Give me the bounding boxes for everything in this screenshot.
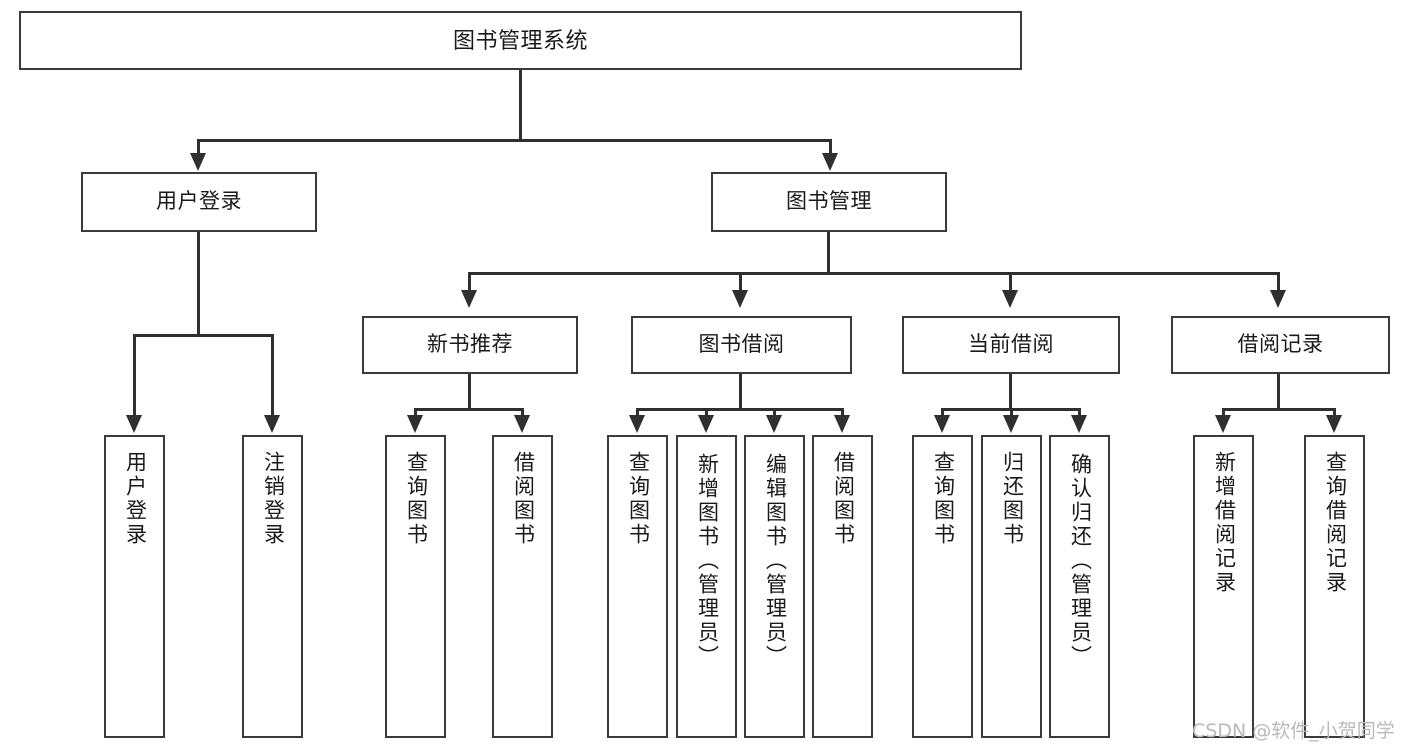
- connector-root-to-user-login: [197, 139, 200, 157]
- connector-new-book-bar: [414, 408, 524, 411]
- node-label: 当前借阅: [968, 332, 1054, 356]
- leaf-query-book-1[interactable]: 查询图书: [385, 435, 446, 738]
- csdn-watermark: CSDN @软件_小贺同学: [1192, 720, 1395, 742]
- arrowhead-leaf-user-logout: [264, 415, 280, 433]
- connector-borrow-record-drop-2: [1333, 408, 1336, 420]
- node-current-borrow[interactable]: 当前借阅: [902, 316, 1120, 374]
- connector-new-book-drop-1: [414, 408, 417, 420]
- node-label: 查询图书: [931, 451, 955, 547]
- connector-current-borrow-drop-2: [1010, 408, 1013, 420]
- leaf-user-logout[interactable]: 注销登录: [242, 435, 303, 738]
- node-label: 用户登录: [156, 189, 242, 213]
- arrowhead-leaf-query-record: [1326, 415, 1342, 433]
- connector-borrow-record-trunk: [1277, 374, 1280, 410]
- arrowhead-leaf-confirm-return: [1071, 415, 1087, 433]
- connector-root-bar: [197, 139, 832, 142]
- leaf-add-record[interactable]: 新增借阅记录: [1193, 435, 1254, 738]
- node-label: 用户登录: [123, 451, 147, 547]
- node-label: 图书管理系统: [452, 27, 588, 53]
- leaf-borrow-book-1[interactable]: 借阅图书: [492, 435, 553, 738]
- leaf-borrow-book-2[interactable]: 借阅图书: [812, 435, 873, 738]
- leaf-edit-book[interactable]: 编辑图书（管理员）: [744, 435, 805, 738]
- node-label: 图书借阅: [698, 332, 785, 356]
- connector-user-login-trunk: [197, 232, 200, 335]
- arrowhead-new-book-recommend: [461, 290, 477, 308]
- arrowhead-leaf-query-book-2: [629, 415, 645, 433]
- arrowhead-leaf-add-record: [1215, 415, 1231, 433]
- leaf-query-book-3[interactable]: 查询图书: [912, 435, 973, 738]
- connector-current-borrow-trunk: [1009, 374, 1012, 410]
- connector-book-manage-trunk: [827, 232, 830, 274]
- leaf-confirm-return[interactable]: 确认归还（管理员）: [1049, 435, 1110, 738]
- node-label: 查询图书: [626, 451, 650, 547]
- connector-borrow-record-drop-1: [1222, 408, 1225, 420]
- arrowhead-leaf-edit-book: [766, 415, 782, 433]
- node-label: 查询图书: [404, 451, 428, 547]
- connector-book-manage-drop-4: [1277, 272, 1280, 294]
- arrowhead-leaf-borrow-book-1: [514, 415, 530, 433]
- leaf-add-book[interactable]: 新增图书（管理员）: [676, 435, 737, 738]
- node-label: 编辑图书（管理员）: [763, 453, 787, 669]
- arrowhead-current-borrow: [1002, 290, 1018, 308]
- connector-new-book-trunk: [468, 374, 471, 410]
- node-label: 借阅记录: [1237, 332, 1324, 356]
- connector-book-borrow-drop-3: [773, 408, 776, 420]
- connector-user-login-bar: [133, 334, 273, 337]
- arrowhead-leaf-borrow-book-2: [834, 415, 850, 433]
- connector-new-book-drop-2: [521, 408, 524, 420]
- connector-book-borrow-bar: [636, 408, 844, 411]
- connector-book-borrow-drop-2: [705, 408, 708, 420]
- connector-book-manage-drop-1: [468, 272, 471, 294]
- node-book-manage[interactable]: 图书管理: [711, 172, 947, 232]
- node-label: 新增图书（管理员）: [695, 453, 719, 669]
- connector-book-manage-drop-2: [739, 272, 742, 294]
- arrowhead-leaf-query-book-1: [407, 415, 423, 433]
- connector-root-to-book-manage: [829, 139, 832, 157]
- node-new-book-recommend[interactable]: 新书推荐: [362, 316, 578, 374]
- arrowhead-leaf-add-book: [698, 415, 714, 433]
- connector-user-login-drop-2: [271, 334, 274, 418]
- leaf-query-record[interactable]: 查询借阅记录: [1304, 435, 1365, 738]
- connector-borrow-record-bar: [1222, 408, 1336, 411]
- arrowhead-leaf-return-book: [1003, 415, 1019, 433]
- node-book-borrow[interactable]: 图书借阅: [631, 316, 852, 374]
- node-root-book-management-system[interactable]: 图书管理系统: [19, 11, 1022, 70]
- node-label: 注销登录: [261, 451, 285, 547]
- node-label: 查询借阅记录: [1323, 451, 1347, 595]
- node-label: 新增借阅记录: [1212, 451, 1236, 595]
- connector-root-trunk: [519, 70, 522, 140]
- node-label: 借阅图书: [511, 451, 535, 547]
- arrowhead-borrow-record: [1270, 290, 1286, 308]
- node-user-login[interactable]: 用户登录: [81, 172, 317, 232]
- node-label: 确认归还（管理员）: [1068, 453, 1092, 669]
- connector-current-borrow-drop-3: [1078, 408, 1081, 420]
- connector-book-borrow-trunk: [739, 374, 742, 410]
- connector-book-borrow-drop-4: [841, 408, 844, 420]
- connector-book-borrow-drop-1: [636, 408, 639, 420]
- node-borrow-record[interactable]: 借阅记录: [1171, 316, 1390, 374]
- leaf-user-login[interactable]: 用户登录: [104, 435, 165, 738]
- node-label: 借阅图书: [831, 451, 855, 547]
- connector-book-manage-bar: [468, 272, 1278, 275]
- leaf-query-book-2[interactable]: 查询图书: [607, 435, 668, 738]
- arrowhead-leaf-user-login: [126, 415, 142, 433]
- connector-user-login-drop-1: [133, 334, 136, 418]
- node-label: 归还图书: [1000, 451, 1024, 547]
- connector-book-manage-drop-3: [1009, 272, 1012, 294]
- arrowhead-book-manage: [822, 153, 838, 171]
- node-label: 图书管理: [786, 189, 872, 213]
- node-label: 新书推荐: [427, 332, 513, 356]
- arrowhead-leaf-query-book-3: [934, 415, 950, 433]
- arrowhead-book-borrow: [732, 290, 748, 308]
- arrowhead-user-login: [190, 153, 206, 171]
- leaf-return-book[interactable]: 归还图书: [981, 435, 1042, 738]
- connector-current-borrow-drop-1: [941, 408, 944, 420]
